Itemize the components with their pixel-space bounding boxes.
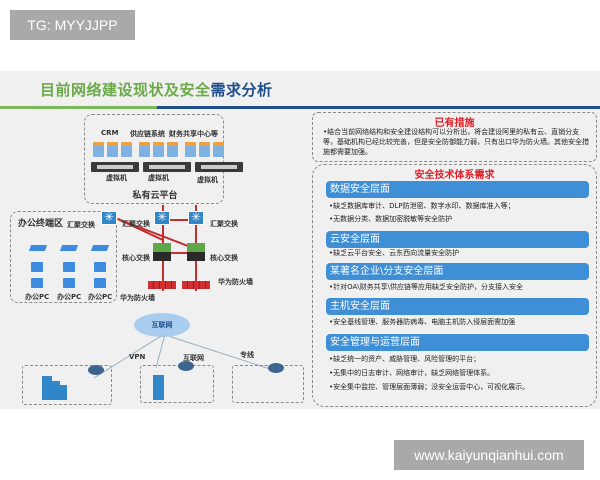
bullet-item: •无数据分类、数据加密脱敏等安全防护 — [329, 215, 453, 223]
bullet-item: •缺乏统一的资产、威胁管理、风险管理的平台； — [329, 355, 481, 363]
branch-zone-1 — [22, 365, 112, 405]
building-icon — [52, 381, 60, 400]
router-icon — [178, 361, 194, 371]
pc-label: 办公PC — [88, 293, 113, 301]
firewall-right-icon — [182, 281, 210, 289]
vm-icon — [139, 142, 150, 157]
building-icon — [42, 376, 52, 400]
vm-group-2 — [139, 142, 178, 157]
agg-switch-left-icon — [154, 210, 170, 225]
title-rule-blue — [157, 106, 600, 109]
vm-icon — [213, 142, 224, 157]
pc-icon — [63, 262, 75, 272]
bullet-item: •安全集中监控、管理层面薄弱；没安全运营中心，可视化展示。 — [329, 383, 530, 391]
slide-title: 目前网络建设现状及安全需求分析 — [40, 79, 273, 100]
pc-icon — [31, 262, 43, 272]
existing-measures-title: 已有措施 — [434, 118, 475, 129]
pc-icon — [31, 278, 43, 288]
vm-group-3 — [185, 142, 224, 157]
bullet-item: •缺乏云平台安全、云东西向流量安全防护 — [329, 249, 460, 257]
bullet-item: •缺乏数据库审计、DLP防泄密、数字水印、数据库准入等； — [329, 202, 515, 210]
server-icon — [195, 162, 243, 172]
title-rule-green — [0, 106, 157, 109]
office-terminal-zone: 办公终端区 办公PC 办公PC 办公PC — [10, 211, 117, 303]
core-switch-left-icon — [153, 243, 171, 261]
access-switch-icon — [90, 245, 110, 251]
building-icon — [60, 385, 67, 400]
server-icon — [91, 162, 139, 172]
office-zone-title: 办公终端区 — [18, 219, 64, 229]
existing-measures-box: 已有措施 •结合当前网络结构和安全建设结构可以分析出，将会建设阿里的私有云、直销… — [312, 112, 597, 162]
firewall-left-label: 华为防火墙 — [120, 294, 155, 302]
security-requirements-title: 安全技术体系需求 — [414, 170, 495, 181]
layer-management-operations: 安全管理与运营层面 — [326, 334, 589, 351]
bullet-item: •安全基线管理、服务器防病毒、电脑主机防入侵层面需加强 — [329, 318, 516, 326]
app-label-supply: 供应链系统 — [130, 130, 165, 138]
app-label-finance: 财务共享中心等 — [169, 130, 218, 138]
security-requirements-box: 安全技术体系需求 数据安全层面 •缺乏数据库审计、DLP防泄密、数字水印、数据库… — [312, 164, 597, 407]
title-green-part: 目前网络建设现状及安全 — [40, 81, 211, 99]
title-blue-part: 需求分析 — [210, 81, 273, 99]
private-cloud-zone: CRM 供应链系统 财务共享中心等 虚拟机 虚拟机 虚拟机 私有云平台 — [84, 114, 243, 204]
pc-label: 办公PC — [57, 293, 82, 301]
building-icon — [153, 375, 164, 400]
internet-link-label: 互联网 — [183, 354, 204, 362]
watermark-bottom: www.kaiyunqianhui.com — [394, 440, 584, 470]
vm-icon — [167, 142, 178, 157]
vpn-label: VPN — [129, 353, 146, 361]
agg-switch-office-label: 汇聚交换 — [67, 221, 95, 229]
bullet-item: •针对OA\财务共享\供应链等应用缺乏安全防护，分支接入安全 — [329, 283, 524, 291]
firewall-left-icon — [148, 281, 176, 289]
watermark-top: TG: MYYJJPP — [10, 10, 135, 40]
layer-data-security: 数据安全层面 — [326, 181, 589, 198]
vm-label: 虚拟机 — [197, 176, 218, 184]
internet-link — [155, 335, 165, 368]
access-switch-icon — [28, 245, 48, 251]
app-label-crm: CRM — [101, 129, 119, 137]
pc-icon — [63, 278, 75, 288]
core-switch-right-icon — [187, 243, 205, 261]
vm-icon — [121, 142, 132, 157]
link-wire — [168, 219, 194, 221]
layer-host-security: 主机安全层面 — [326, 298, 589, 315]
router-icon — [88, 365, 104, 375]
link-wire — [168, 252, 194, 254]
agg-switch-right-label: 汇聚交换 — [210, 220, 238, 228]
vm-icon — [185, 142, 196, 157]
core-switch-right-label: 核心交换 — [210, 254, 238, 262]
firewall-right-label: 华为防火墙 — [218, 278, 253, 286]
vm-label: 虚拟机 — [148, 174, 169, 182]
vm-icon — [93, 142, 104, 157]
access-switch-icon — [59, 245, 79, 251]
core-switch-left-label: 核心交换 — [122, 254, 150, 262]
server-icon — [143, 162, 191, 172]
slide: 目前网络建设现状及安全需求分析 CRM 供应链系统 财务共享中心等 虚拟机 虚拟… — [0, 71, 600, 409]
vm-icon — [107, 142, 118, 157]
private-cloud-title: 私有云平台 — [132, 191, 178, 201]
pc-label: 办公PC — [25, 293, 50, 301]
agg-switch-right-icon — [188, 210, 204, 225]
vm-label: 虚拟机 — [106, 174, 127, 182]
layer-cloud-security: 云安全层面 — [326, 231, 589, 248]
router-icon — [268, 363, 284, 373]
existing-measures-text: •结合当前网络结构和安全建设结构可以分析出，将会建设阿里的私有云、直销分支等，基… — [323, 128, 589, 156]
internet-cloud-icon: 互联网 — [134, 313, 190, 337]
vm-group-1 — [93, 142, 132, 157]
vm-icon — [153, 142, 164, 157]
vm-icon — [199, 142, 210, 157]
leased-line-label: 专线 — [240, 351, 254, 359]
branch-zone-2 — [140, 365, 214, 403]
layer-branch-security: 某著名企业\分支安全层面 — [326, 263, 589, 280]
pc-icon — [94, 278, 106, 288]
pc-icon — [94, 262, 106, 272]
agg-switch-left-label: 汇聚交换 — [122, 220, 150, 228]
branch-zone-3 — [232, 365, 304, 403]
bullet-item: •无集中的日志审计、网络审计，缺乏网络管理体系。 — [329, 369, 495, 377]
agg-switch-office-icon — [101, 210, 117, 225]
